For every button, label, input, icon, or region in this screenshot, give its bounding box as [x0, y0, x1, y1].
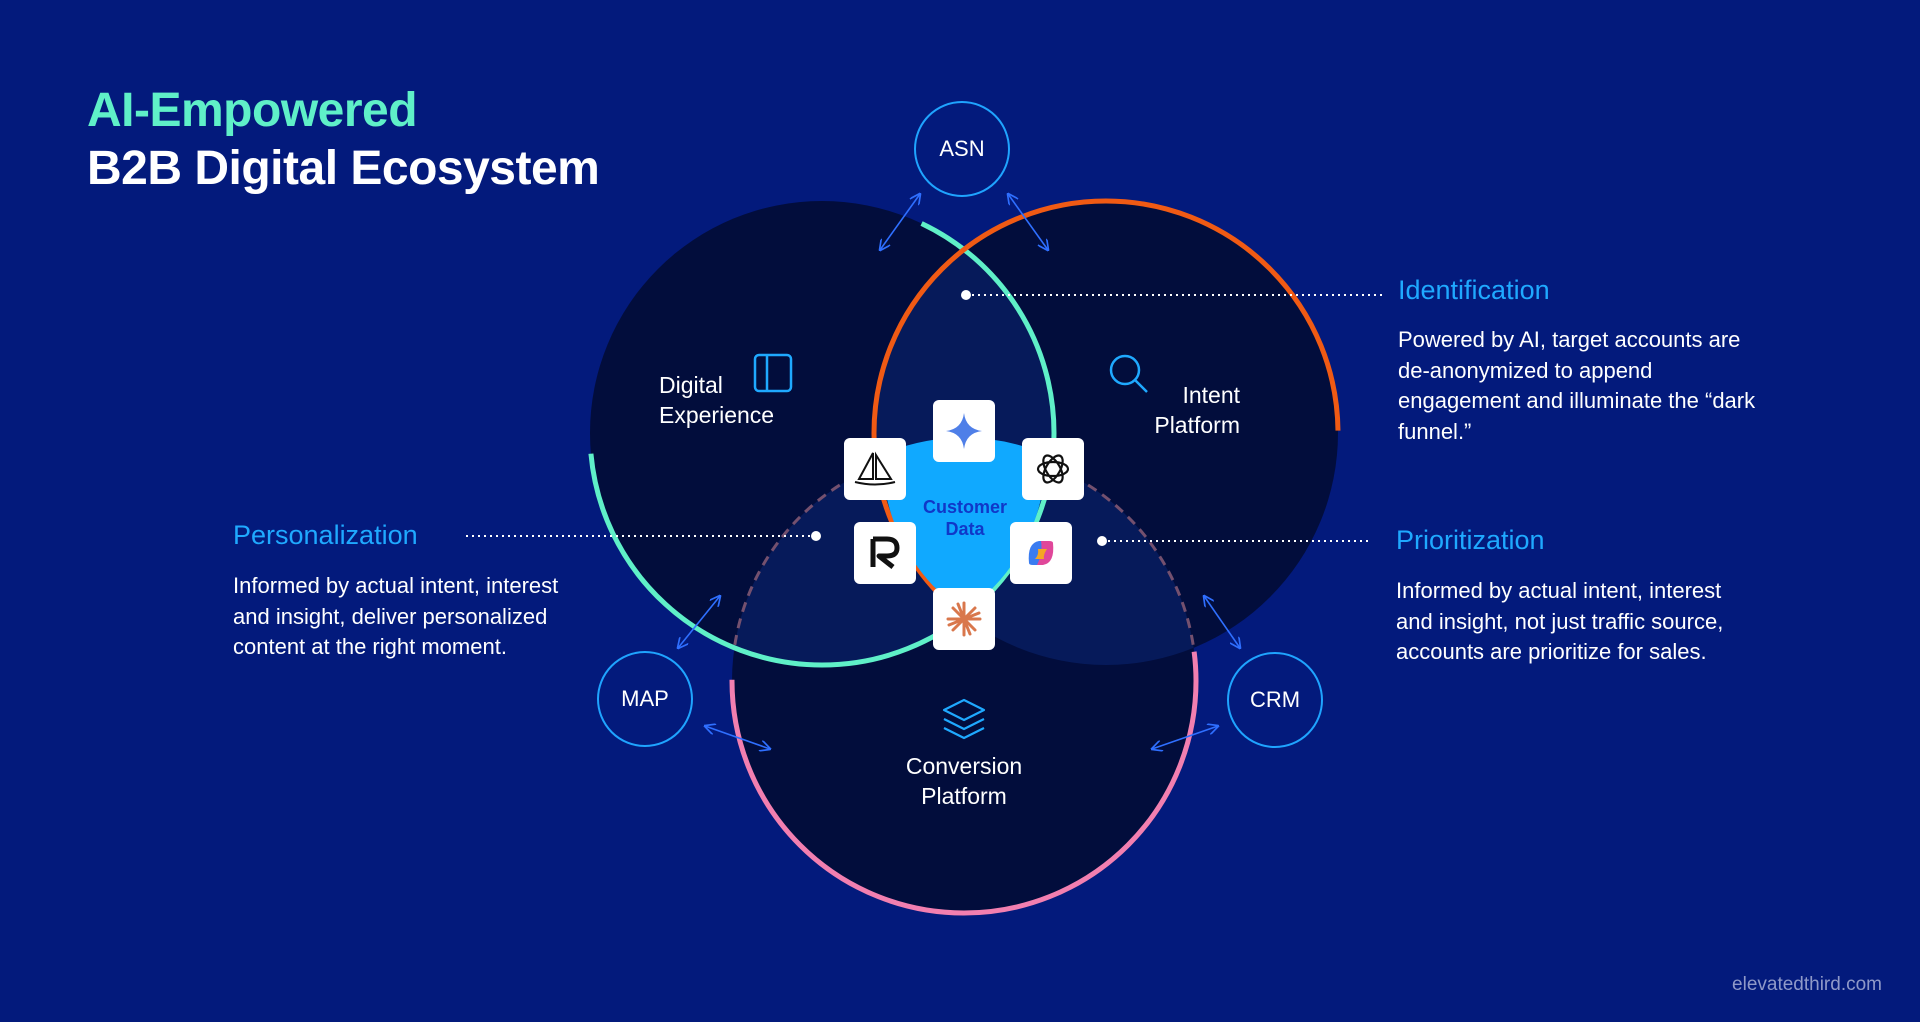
map-upper-arrow — [678, 596, 720, 648]
asn-node: ASN — [914, 101, 1010, 197]
personalization-text: Informed by actual intent, interest and … — [233, 573, 559, 659]
customer-data-shape — [880, 437, 1048, 612]
crm-node: CRM — [1227, 652, 1323, 748]
page-title: AI-Empowered B2B Digital Ecosystem — [87, 82, 600, 198]
intent-platform-ring — [871, 198, 1341, 668]
prioritization-heading: Prioritization — [1396, 525, 1545, 555]
openai-icon — [1036, 454, 1070, 484]
crm-upper-arrow — [1204, 596, 1240, 648]
crm-lower-arrow — [1152, 726, 1218, 749]
conversion-platform-ring — [729, 446, 1199, 916]
claude-icon — [946, 601, 982, 637]
copilot-tile — [1010, 522, 1072, 584]
digital-experience-label: Digital Experience — [659, 372, 775, 428]
midjourney-icon — [854, 451, 896, 486]
identification-dot — [961, 290, 971, 300]
intent-platform-label: Intent Platform — [1154, 382, 1240, 438]
prioritization-dot — [1097, 536, 1107, 546]
map-node: MAP — [597, 651, 693, 747]
map-lower-arrow — [705, 726, 770, 749]
footer-brand[interactable]: elevatedthird.com — [1732, 974, 1882, 995]
gemini-tile — [933, 400, 995, 462]
panel-layout-icon — [753, 353, 793, 393]
copilot-icon — [1028, 541, 1054, 565]
personalization-dot — [811, 531, 821, 541]
rb2b-icon — [870, 536, 900, 569]
title-line-2: B2B Digital Ecosystem — [87, 142, 600, 195]
asn-right-arrow — [1008, 194, 1048, 250]
search-icon — [1109, 354, 1148, 393]
title-line-1: AI-Empowered — [87, 84, 418, 137]
midjourney-tile — [844, 438, 906, 500]
identification-heading: Identification — [1398, 275, 1550, 305]
identification-text: Powered by AI, target accounts are de-an… — [1398, 327, 1756, 444]
digital-experience-ring — [587, 198, 1057, 668]
claude-tile — [933, 588, 995, 650]
conversion-platform-label: Conversion Platform — [905, 753, 1023, 809]
layers-icon — [942, 698, 986, 740]
prioritization-text: Informed by actual intent, interest and … — [1396, 578, 1724, 664]
openai-tile — [1022, 438, 1084, 500]
asn-left-arrow — [880, 194, 920, 250]
customer-data-label: Customer Data — [922, 497, 1007, 539]
rb2b-tile — [854, 522, 916, 584]
personalization-heading: Personalization — [233, 520, 418, 550]
gemini-icon — [946, 413, 982, 449]
